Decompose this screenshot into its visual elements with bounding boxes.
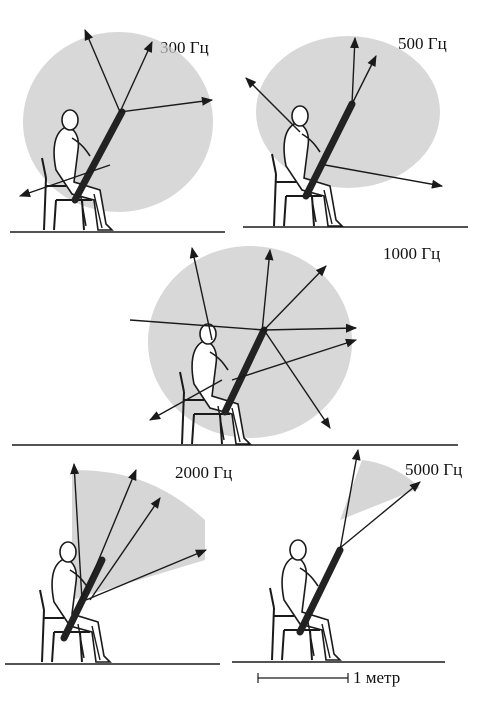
scale-label: 1 метр: [353, 668, 401, 687]
panel-label-2000: 2000 Гц: [175, 463, 233, 482]
panel-500: [243, 36, 468, 228]
radiation-arrows: [245, 36, 444, 189]
radiation-region: [148, 246, 352, 438]
instrument-neck: [221, 326, 268, 416]
panel-300: [10, 28, 225, 233]
seated-cellist-figure: [269, 539, 341, 661]
radiation-arrows: [129, 246, 358, 429]
panel-label-1000: 1000 Гц: [383, 244, 441, 263]
panel-label-500: 500 Гц: [398, 34, 447, 53]
radiation-arrows: [70, 462, 208, 601]
panel-2000: [5, 462, 220, 665]
panel-label-5000: 5000 Гц: [405, 460, 463, 479]
instrument-neck: [302, 100, 356, 200]
instrument-neck: [71, 108, 126, 204]
instrument-neck: [296, 546, 344, 636]
panel-5000: [232, 448, 445, 663]
radiation-arrows: [339, 448, 421, 551]
scale-bar: [257, 673, 349, 683]
radiation-region: [72, 470, 205, 600]
radiation-region: [340, 460, 420, 520]
radiation-arrows: [18, 28, 214, 197]
panel-1000: [12, 246, 458, 446]
